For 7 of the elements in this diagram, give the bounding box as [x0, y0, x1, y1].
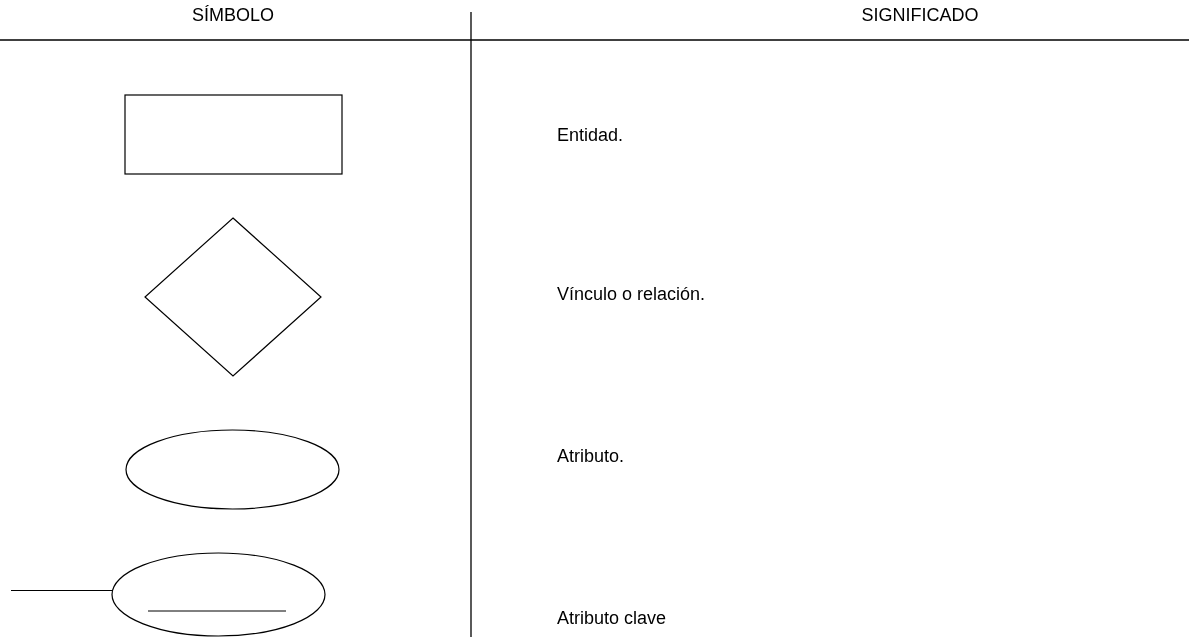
connector-line — [10, 590, 113, 591]
column-header: SIGNIFICADO — [861, 4, 979, 26]
meaning-text: Atributo. — [557, 445, 625, 467]
meaning-text: Entidad. — [557, 124, 624, 146]
column-header: SÍMBOLO — [192, 4, 275, 26]
meaning-text: Atributo clave — [557, 607, 667, 629]
meaning-text: Vínculo o relación. — [557, 283, 706, 305]
